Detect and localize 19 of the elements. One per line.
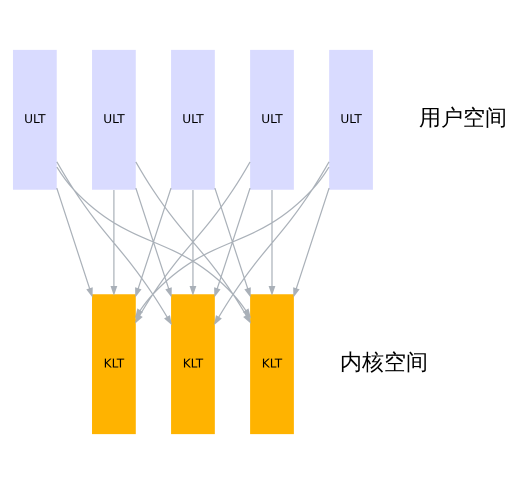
arrow <box>110 190 118 296</box>
arrow <box>293 188 330 298</box>
node-box: ULT <box>92 50 136 190</box>
node-box: KLT <box>92 294 136 434</box>
node-box: ULT <box>250 50 294 190</box>
arrow <box>214 162 330 326</box>
label: 用户空间 <box>418 106 507 132</box>
arrow <box>56 162 172 326</box>
arrow <box>56 188 93 298</box>
arrow <box>214 188 251 298</box>
node-box: KLT <box>171 294 215 434</box>
node-box: ULT <box>329 50 373 190</box>
arrow <box>135 188 172 298</box>
node-box: KLT <box>250 294 294 434</box>
label: 内核空间 <box>340 350 428 376</box>
node-box: ULT <box>12 50 57 190</box>
node-box: ULT <box>171 50 215 190</box>
arrow <box>190 190 196 296</box>
arrow <box>268 190 276 296</box>
